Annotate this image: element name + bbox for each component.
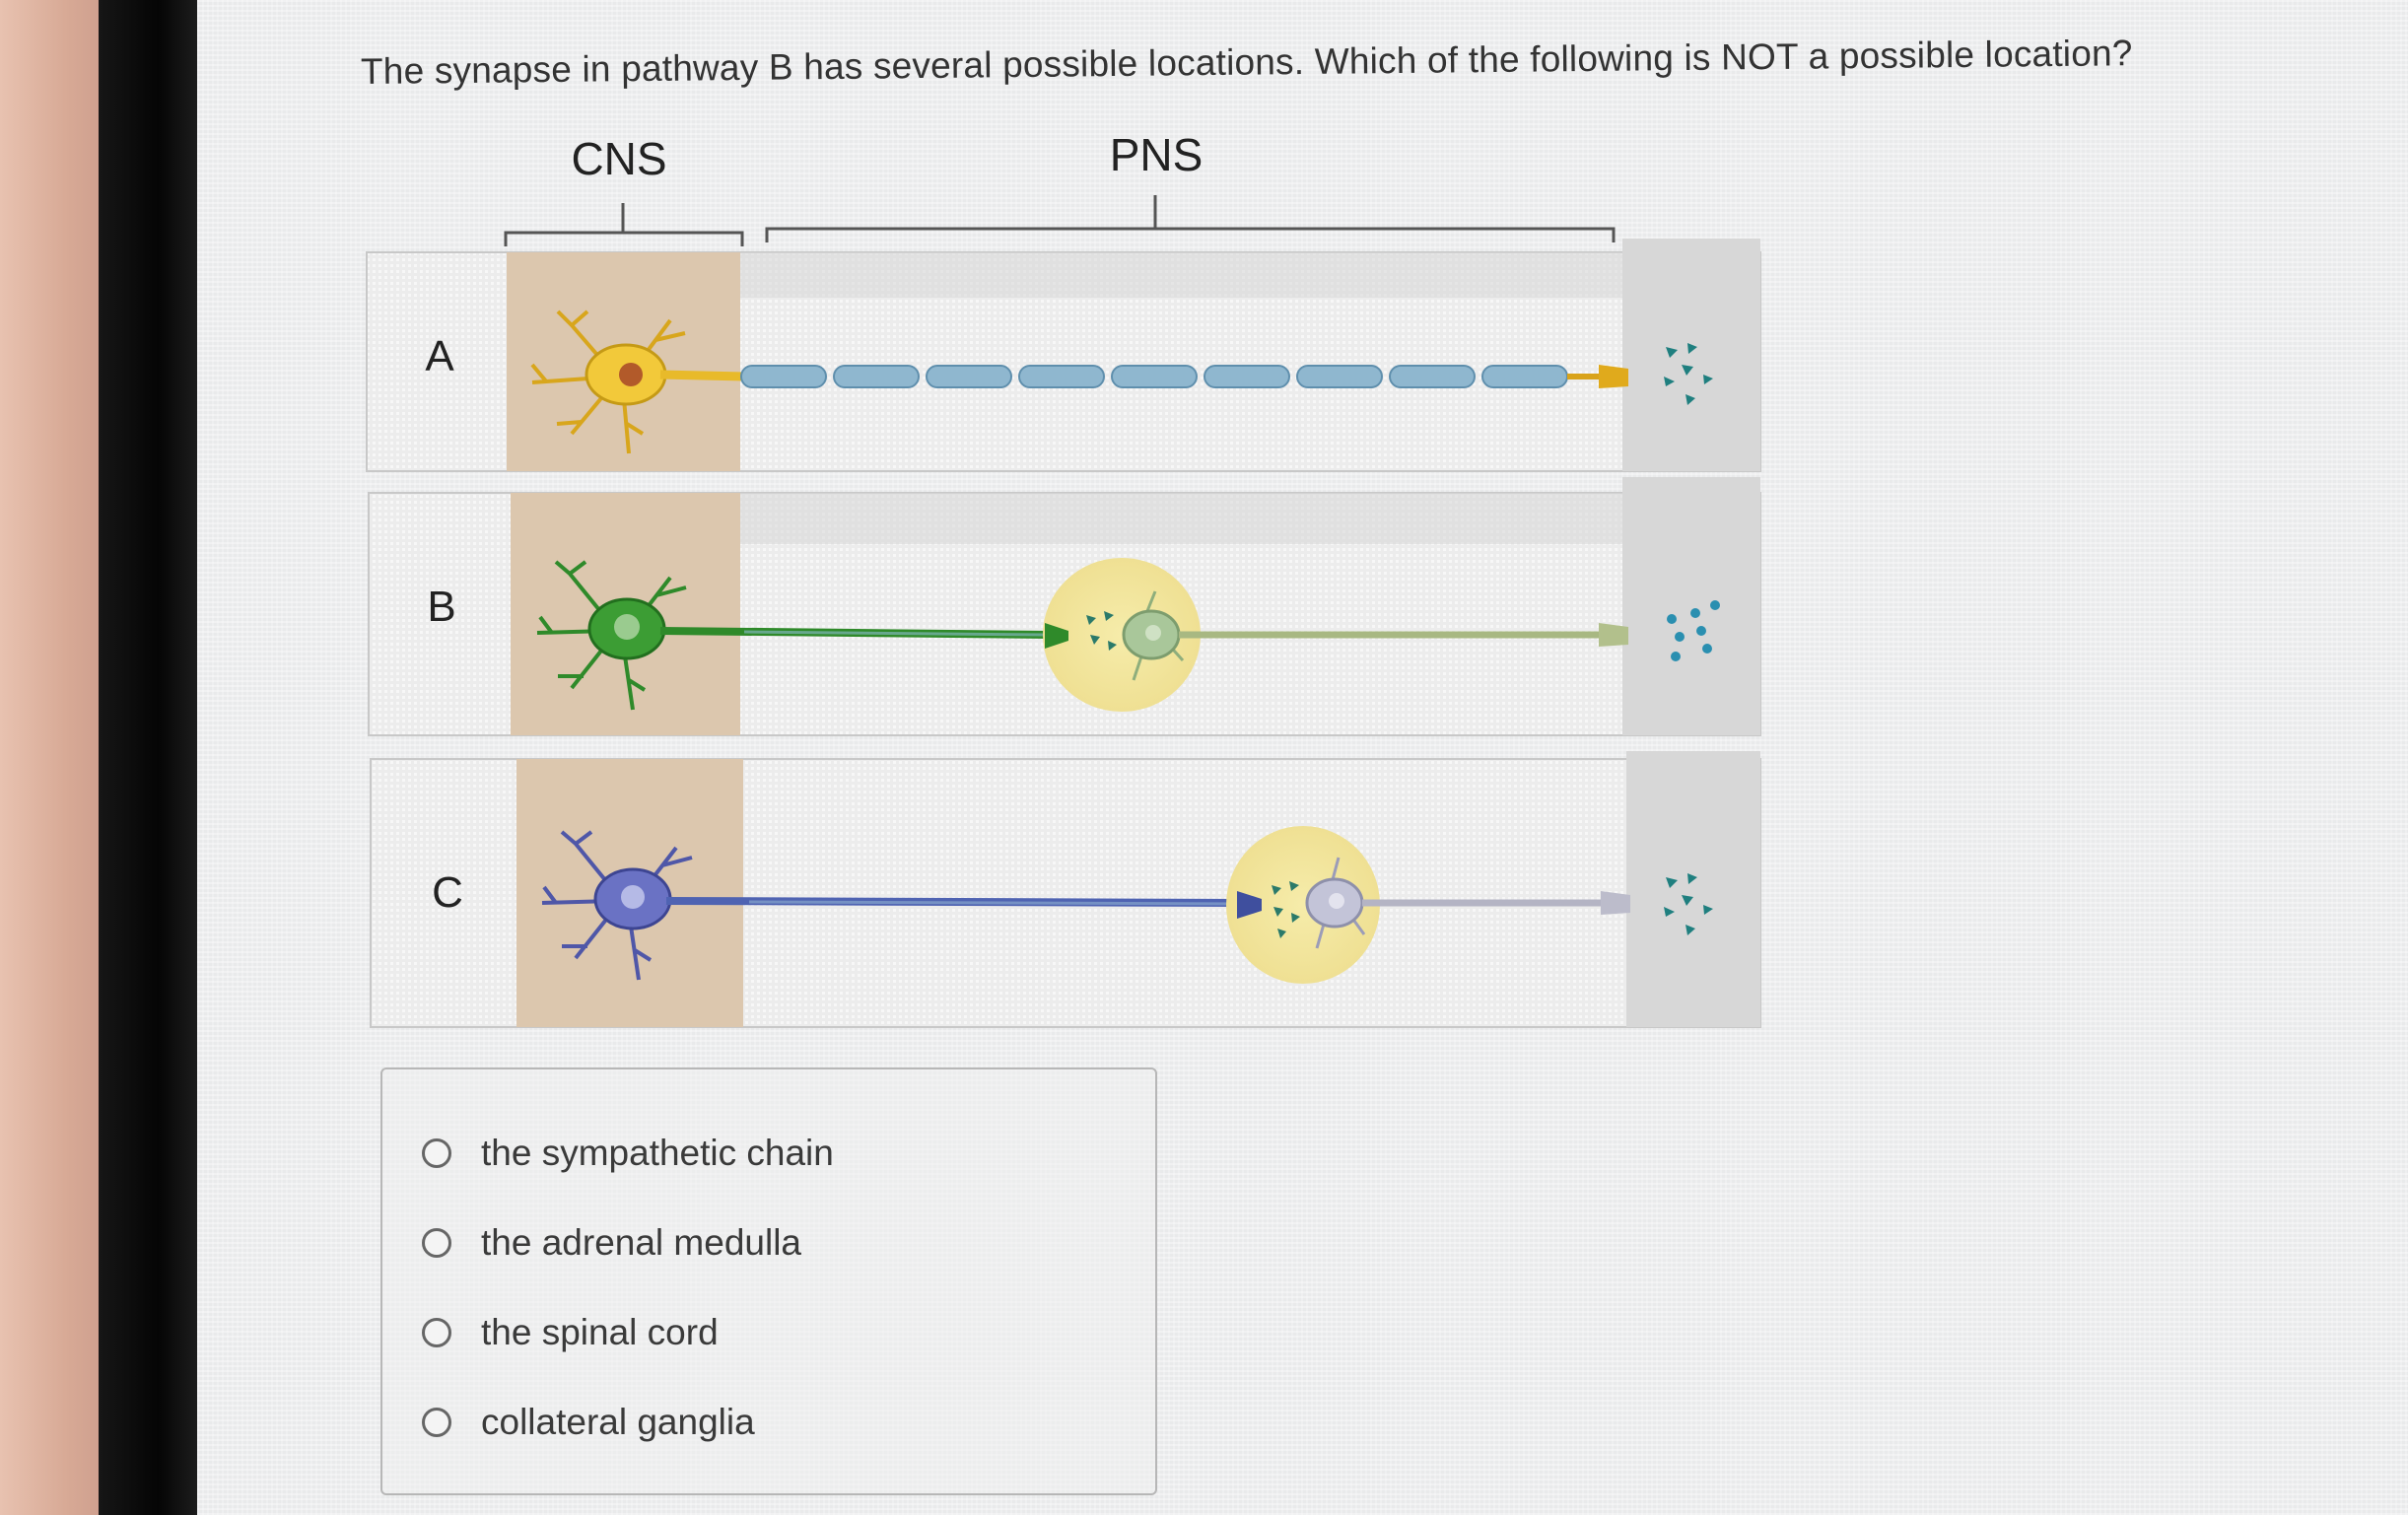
radio-button[interactable]: [422, 1408, 451, 1437]
pathway-c: C: [370, 751, 1761, 1028]
radio-button[interactable]: [422, 1318, 451, 1347]
pathway-b: B: [368, 477, 1761, 736]
row-label-c: C: [432, 868, 463, 917]
pns-label: PNS: [1110, 129, 1204, 180]
pathway-a: A: [366, 239, 1761, 472]
radio-button[interactable]: [422, 1138, 451, 1168]
pns-bracket: [765, 195, 1616, 242]
option-sympathetic-chain[interactable]: the sympathetic chain: [422, 1124, 834, 1183]
radio-button[interactable]: [422, 1228, 451, 1258]
option-label: the spinal cord: [481, 1312, 719, 1352]
pathway-figure: CNS PNS A: [355, 128, 1774, 1055]
option-spinal-cord[interactable]: the spinal cord: [422, 1303, 719, 1362]
pathway-diagram: CNS PNS A: [366, 129, 1761, 1028]
option-label: the sympathetic chain: [481, 1133, 834, 1173]
monitor-bezel: [99, 0, 197, 1515]
row-label-b: B: [427, 583, 455, 631]
answer-options: the sympathetic chain the adrenal medull…: [380, 1067, 1157, 1495]
cns-label: CNS: [571, 133, 666, 184]
option-label: collateral ganglia: [481, 1402, 755, 1442]
option-collateral-ganglia[interactable]: collateral ganglia: [422, 1393, 755, 1452]
cns-bracket: [504, 203, 744, 246]
option-adrenal-medulla[interactable]: the adrenal medulla: [422, 1213, 801, 1273]
row-label-a: A: [425, 332, 454, 380]
option-label: the adrenal medulla: [481, 1222, 801, 1263]
